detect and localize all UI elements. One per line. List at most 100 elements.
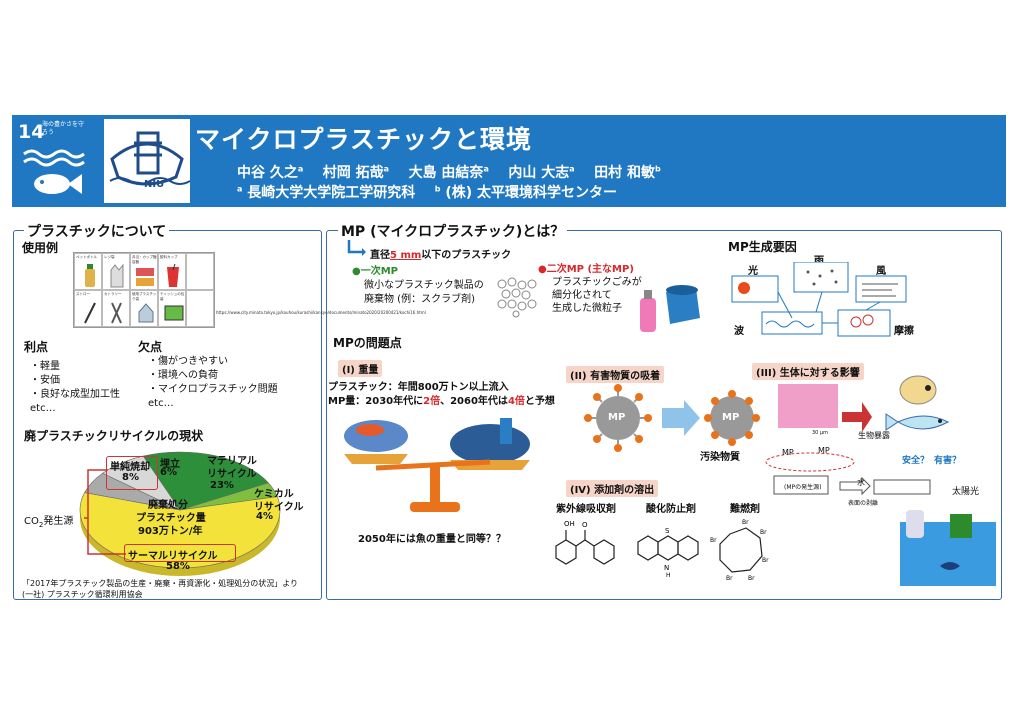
thermal-highlight-box	[124, 544, 236, 562]
usage-caption: カトラリー	[104, 292, 122, 296]
usage-caption: 弁当・カップ麺容器	[132, 255, 157, 264]
label-thermal-pct: 58%	[166, 561, 190, 572]
label-simple-incineration: 単純焼却	[110, 462, 150, 473]
sea-fish-icon	[23, 149, 85, 194]
university-logo: NIU	[104, 119, 191, 203]
br-label: Br	[748, 575, 755, 582]
usage-caption: ペットボトル	[76, 255, 97, 259]
mp-label-2: MP	[722, 412, 740, 423]
usage-cell: ストロー	[74, 290, 102, 327]
nh-label: N	[664, 564, 669, 572]
p1-text: 、2060年代は	[440, 396, 508, 407]
affil-sup: b	[434, 184, 441, 194]
demerit-item: ・環境への負荷	[148, 370, 218, 381]
secondary-mp-title: ●二次MP (主なMP)	[538, 264, 634, 275]
author-sup: b	[655, 164, 661, 174]
usage-cell	[186, 253, 214, 290]
water-label: 水	[857, 478, 865, 487]
co2-suffix: 発生源	[43, 516, 74, 527]
demerit-item: etc…	[148, 398, 174, 409]
o-label: O	[582, 521, 588, 529]
factor-wind: 風	[876, 266, 886, 277]
sdg-number: 14	[18, 121, 45, 143]
co2-text: CO	[24, 516, 39, 527]
label-material-pct: 23%	[210, 480, 234, 491]
br-label: Br	[710, 537, 717, 544]
usage-cell: 飲料カップ	[158, 253, 186, 290]
usage-caption: 飲料カップ	[160, 255, 178, 259]
poster-title: マイクロプラスチックと環境	[195, 125, 533, 154]
pie-slice	[142, 451, 269, 511]
problem-biology-title: (III) 生体に対する影響	[752, 363, 864, 380]
label-total-2: プラスチック量	[136, 513, 206, 524]
label-material-2: リサイクル	[207, 469, 257, 480]
additive-uv: 紫外線吸収剤	[556, 504, 616, 515]
merits-list: ・軽量 ・安価 ・良好な成型加工性 etc…	[30, 360, 120, 416]
label-chemical: ケミカル	[254, 489, 294, 500]
surface-peel-label: 表面の剥離	[848, 500, 879, 507]
label-thermal: サーマルリサイクル	[128, 551, 218, 562]
pollutant-label: 汚染物質	[700, 452, 740, 463]
co2-bracket	[84, 469, 126, 555]
br-label: Br	[726, 575, 733, 582]
plastic-waste-icon	[640, 285, 700, 332]
safe-label: 安全？	[902, 456, 930, 466]
recycle-pie-chart	[79, 451, 281, 576]
primary-mp-title: ●一次MP	[352, 266, 399, 277]
logo-text: NIU	[144, 179, 165, 190]
merit-item: ・軽量	[30, 361, 60, 372]
recycle-title: 廃プラスチックリサイクルの現状	[24, 429, 204, 443]
usage-cell: レジ袋	[102, 253, 130, 290]
mp-source-label: (MPの発生源)	[784, 484, 822, 491]
author-name: 中谷 久之	[237, 165, 298, 181]
secondary-mp-desc-1: プラスチックごみが	[552, 277, 642, 288]
ocean-plastic-illustration	[900, 510, 996, 586]
h-label: H	[666, 572, 671, 579]
problem-weight-line-1: プラスチック：年間800万トン以上流入	[328, 382, 509, 393]
primary-mp-desc-1: 微小なプラスチック製品の	[364, 280, 484, 291]
factors-diagram	[731, 262, 907, 337]
sunlight-label: 太陽光	[952, 487, 980, 497]
def-prefix: 直径	[370, 250, 390, 261]
label-chemical-2: リサイクル	[254, 502, 304, 513]
leaching-diagram	[765, 452, 931, 496]
corner-arrow-icon	[347, 240, 366, 256]
bottle-icon	[85, 264, 95, 287]
usage-cell: ティッシュの包装	[158, 290, 186, 327]
author-sup: a	[483, 164, 489, 174]
secondary-mp-desc-2: 細分化されて	[552, 290, 612, 301]
source-url[interactable]: https://www.city.minato.tokyo.jp/kouhou/…	[216, 310, 426, 315]
balance-scale-illustration	[344, 418, 530, 512]
label-total-1: 廃棄処分	[148, 500, 188, 511]
primary-mp-desc-2: 廃棄物 (例：スクラブ剤)	[364, 294, 475, 305]
lunchbox-icon	[136, 268, 154, 286]
author-name: 内山 大志	[508, 165, 570, 181]
author-name: 村岡 拓哉	[322, 165, 384, 181]
problems-title: MPの問題点	[333, 336, 402, 350]
mp-label-small-2: MP	[818, 446, 830, 455]
label-material: マテリアル	[207, 456, 257, 467]
source-line-2: (一社) プラスチック循環利用協会	[22, 590, 143, 599]
label-landfill-pct: 6%	[160, 467, 177, 478]
mp-label-1: MP	[608, 412, 626, 423]
additive-antioxidant: 酸化防止剤	[646, 504, 696, 515]
straw-icon	[84, 302, 96, 324]
co2-label: CO2発生源	[24, 512, 73, 529]
oh-label: OH	[564, 520, 575, 528]
co2-sub: 2	[38, 521, 44, 529]
p1-4x: 4倍	[507, 396, 525, 407]
affiliation-a: 長崎大学大学院工学研究科	[247, 185, 416, 201]
usage-grid: ペットボトル レジ袋 弁当・カップ麺容器 飲料カップ ストロー カトラリー 使用…	[73, 252, 215, 328]
organism-illustration	[842, 375, 950, 432]
source-line-1: 「2017年プラスチック製品の生産・廃棄・再資源化・処理処分の状況」より	[22, 579, 299, 588]
p1-text: と予想	[524, 396, 555, 407]
demerits-list: ・傷がつきやすい ・環境への負荷 ・マイクロプラスチック問題 etc…	[148, 355, 278, 411]
author-sup: a	[297, 164, 304, 174]
affiliations: a 長崎大学大学院工学研究科 b (株) 太平環境科学センター	[237, 182, 617, 202]
affil-sup: a	[237, 184, 243, 194]
pie-slice	[79, 492, 281, 569]
factors-title: MP生成要因	[728, 240, 797, 254]
usage-caption: 使用プラスチック袋	[132, 292, 157, 301]
mp-definition: 直径5 mm以下のプラスチック	[370, 246, 511, 261]
usage-cell: ペットボトル	[74, 253, 102, 290]
